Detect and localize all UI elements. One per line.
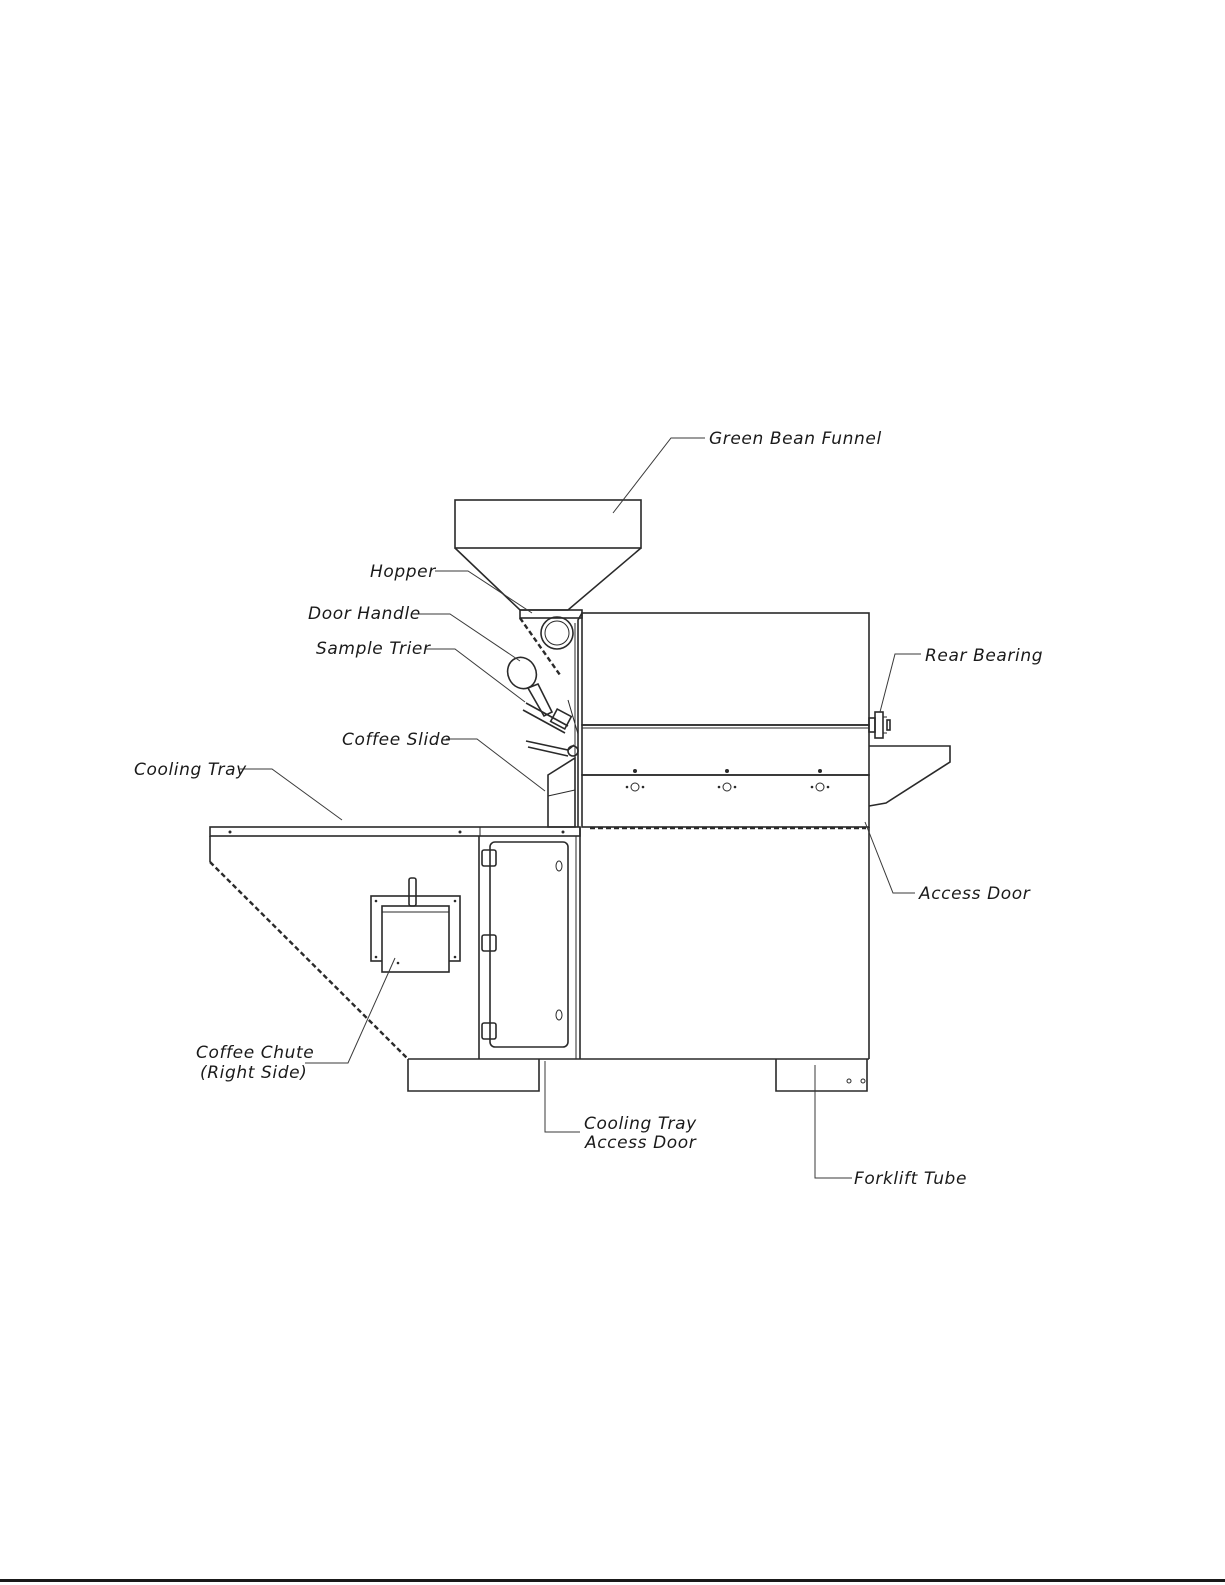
label-sample-trier: Sample Trier (316, 639, 431, 659)
label-hopper: Hopper (370, 562, 436, 582)
label-coffee-chute: Coffee Chute (196, 1043, 314, 1063)
cooling-tray-access-door (482, 842, 568, 1047)
label-access-door: Access Door (918, 884, 1031, 904)
front-plate (575, 613, 582, 827)
rear-bearing (869, 712, 890, 738)
leader-lines (240, 438, 921, 1178)
cooling-tray (210, 827, 580, 836)
label-cooling-tray-access-door-line2: Access Door (584, 1133, 697, 1153)
door-handle (503, 653, 552, 716)
label-rear-bearing: Rear Bearing (925, 646, 1043, 666)
roaster-drum (582, 613, 869, 828)
chaff-collector (869, 746, 950, 806)
coffee-chute (371, 878, 460, 972)
label-forklift-tube: Forklift Tube (854, 1169, 967, 1189)
page-bottom-rule (0, 1579, 1225, 1582)
label-green-bean-funnel: Green Bean Funnel (709, 429, 882, 449)
label-door-handle: Door Handle (308, 604, 421, 624)
sample-trier (523, 700, 578, 734)
green-bean-funnel (455, 500, 641, 610)
coffee-slide (526, 741, 578, 827)
label-cooling-tray: Cooling Tray (134, 760, 247, 780)
label-coffee-chute-side: (Right Side) (200, 1063, 307, 1083)
forklift-tube-right (776, 1059, 867, 1091)
label-coffee-slide: Coffee Slide (342, 730, 451, 750)
hopper (520, 610, 582, 675)
forklift-tube-left (408, 1059, 539, 1091)
lower-cabinet (210, 827, 869, 1059)
label-cooling-tray-access-door: Cooling Tray (584, 1114, 697, 1134)
